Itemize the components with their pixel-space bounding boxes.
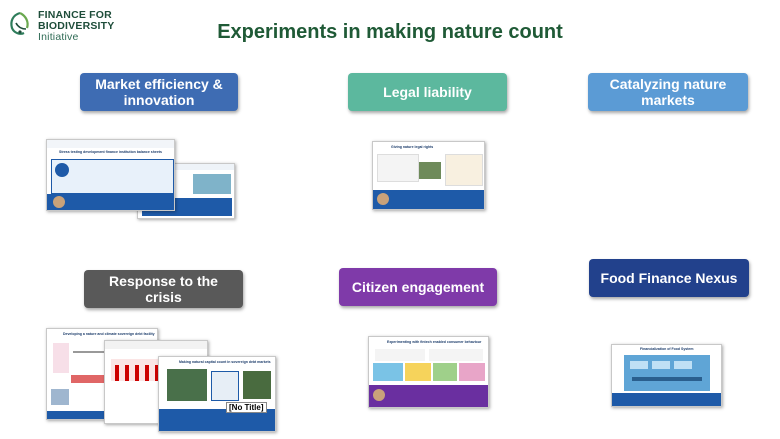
page-title: Experiments in making nature count	[217, 21, 563, 43]
food-thumbnail[interactable]: Financialization of Food System	[611, 344, 722, 407]
market-efficiency-button[interactable]: Market efficiency & innovation	[80, 73, 238, 111]
logo-line3: Initiative	[38, 31, 79, 43]
market-thumbnail-title: Stress testing development finance insti…	[59, 150, 162, 154]
crisis-thumbnail-front-title: Making natural capital count in sovereig…	[179, 360, 271, 364]
logo-line2: BIODIVERSITY	[38, 20, 115, 32]
response-to-crisis-button[interactable]: Response to the crisis	[84, 270, 243, 308]
legal-liability-button[interactable]: Legal liability	[348, 73, 507, 111]
catalyzing-nature-markets-button[interactable]: Catalyzing nature markets	[588, 73, 748, 111]
citizen-thumbnail[interactable]: Experimenting with fintech enabled consu…	[368, 336, 489, 408]
crisis-thumbnail-back-title: Developing a nature and climate sovereig…	[63, 332, 155, 336]
crisis-thumbnail-front[interactable]: Making natural capital count in sovereig…	[158, 356, 276, 432]
logo-line1: FINANCE FOR	[38, 9, 112, 21]
logo-text: FINANCE FOR BIODIVERSITY Initiative	[38, 10, 115, 43]
crisis-thumbnail-notitle: [No Title]	[226, 402, 267, 413]
legal-thumbnail[interactable]: Giving nature legal rights	[372, 141, 485, 210]
citizen-engagement-button[interactable]: Citizen engagement	[339, 268, 497, 306]
logo-leaf-icon	[10, 11, 29, 35]
citizen-thumbnail-title: Experimenting with fintech enabled consu…	[387, 340, 482, 344]
food-thumbnail-title: Financialization of Food System	[640, 347, 694, 351]
food-finance-nexus-button[interactable]: Food Finance Nexus	[589, 259, 749, 297]
legal-thumbnail-title: Giving nature legal rights	[391, 145, 434, 149]
market-thumbnail[interactable]: Stress testing development finance insti…	[46, 139, 175, 211]
